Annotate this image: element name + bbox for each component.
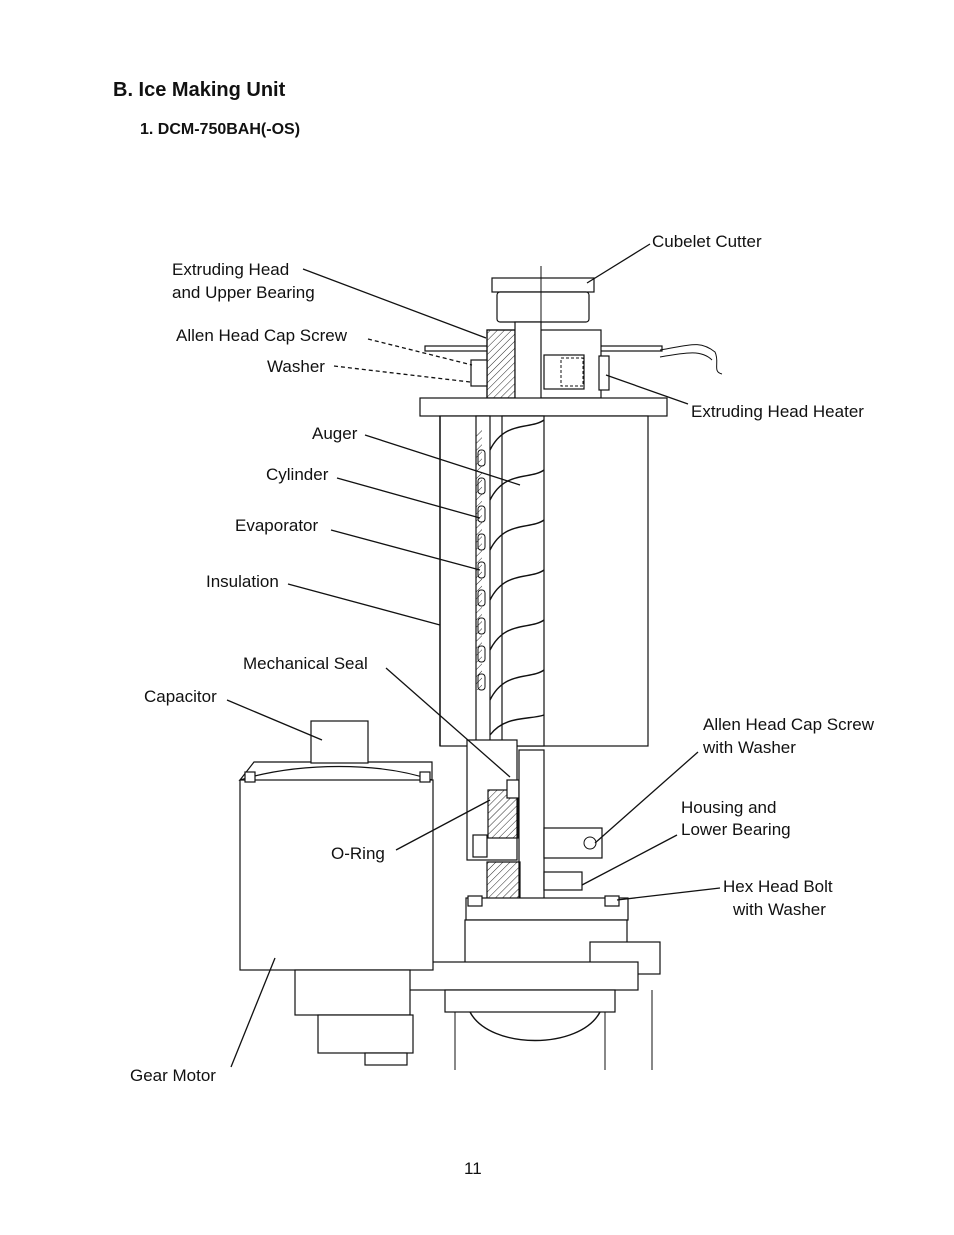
callout-labels: Cubelet Cutter Extruding Head and Upper … [130,232,875,1085]
lower-housing [465,739,629,921]
label-housing: Housing and [681,798,776,817]
label-hex-head-bolt: Hex Head Bolt [723,877,833,896]
label-allen-head-cap-screw: Allen Head Cap Screw [176,326,348,345]
gear-motor-part [238,720,434,1066]
label-auger: Auger [312,424,358,443]
extruding-head-part [424,321,723,421]
label-cubelet-cutter: Cubelet Cutter [652,232,762,251]
label-o-ring: O-Ring [331,844,385,863]
section-title: B. Ice Making Unit [113,79,286,101]
cylinder-assembly [439,415,649,747]
label-cylinder: Cylinder [266,465,329,484]
cubelet-cutter-part [491,266,595,330]
label-capacitor: Capacitor [144,687,217,706]
gearbox [407,919,661,1070]
leader-lines [226,243,721,1068]
label-mechanical-seal: Mechanical Seal [243,654,368,673]
label-upper-bearing: and Upper Bearing [172,283,315,302]
page-number: 11 [464,1159,482,1178]
top-flange [419,397,668,417]
label-lower-bearing: Lower Bearing [681,820,791,839]
label-gear-motor: Gear Motor [130,1066,216,1085]
label-allen-screw-with-washer-2: with Washer [702,738,796,757]
label-evaporator: Evaporator [235,516,318,535]
label-allen-screw-with-washer: Allen Head Cap Screw [703,715,875,734]
sub-title: 1. DCM-750BAH(-OS) [140,121,301,138]
label-extruding-head: Extruding Head [172,260,289,279]
label-insulation: Insulation [206,572,279,591]
label-hex-bolt-washer: with Washer [732,900,826,919]
unit-drawing [238,266,723,1070]
label-extruding-head-heater: Extruding Head Heater [691,402,864,421]
label-washer: Washer [267,357,325,376]
